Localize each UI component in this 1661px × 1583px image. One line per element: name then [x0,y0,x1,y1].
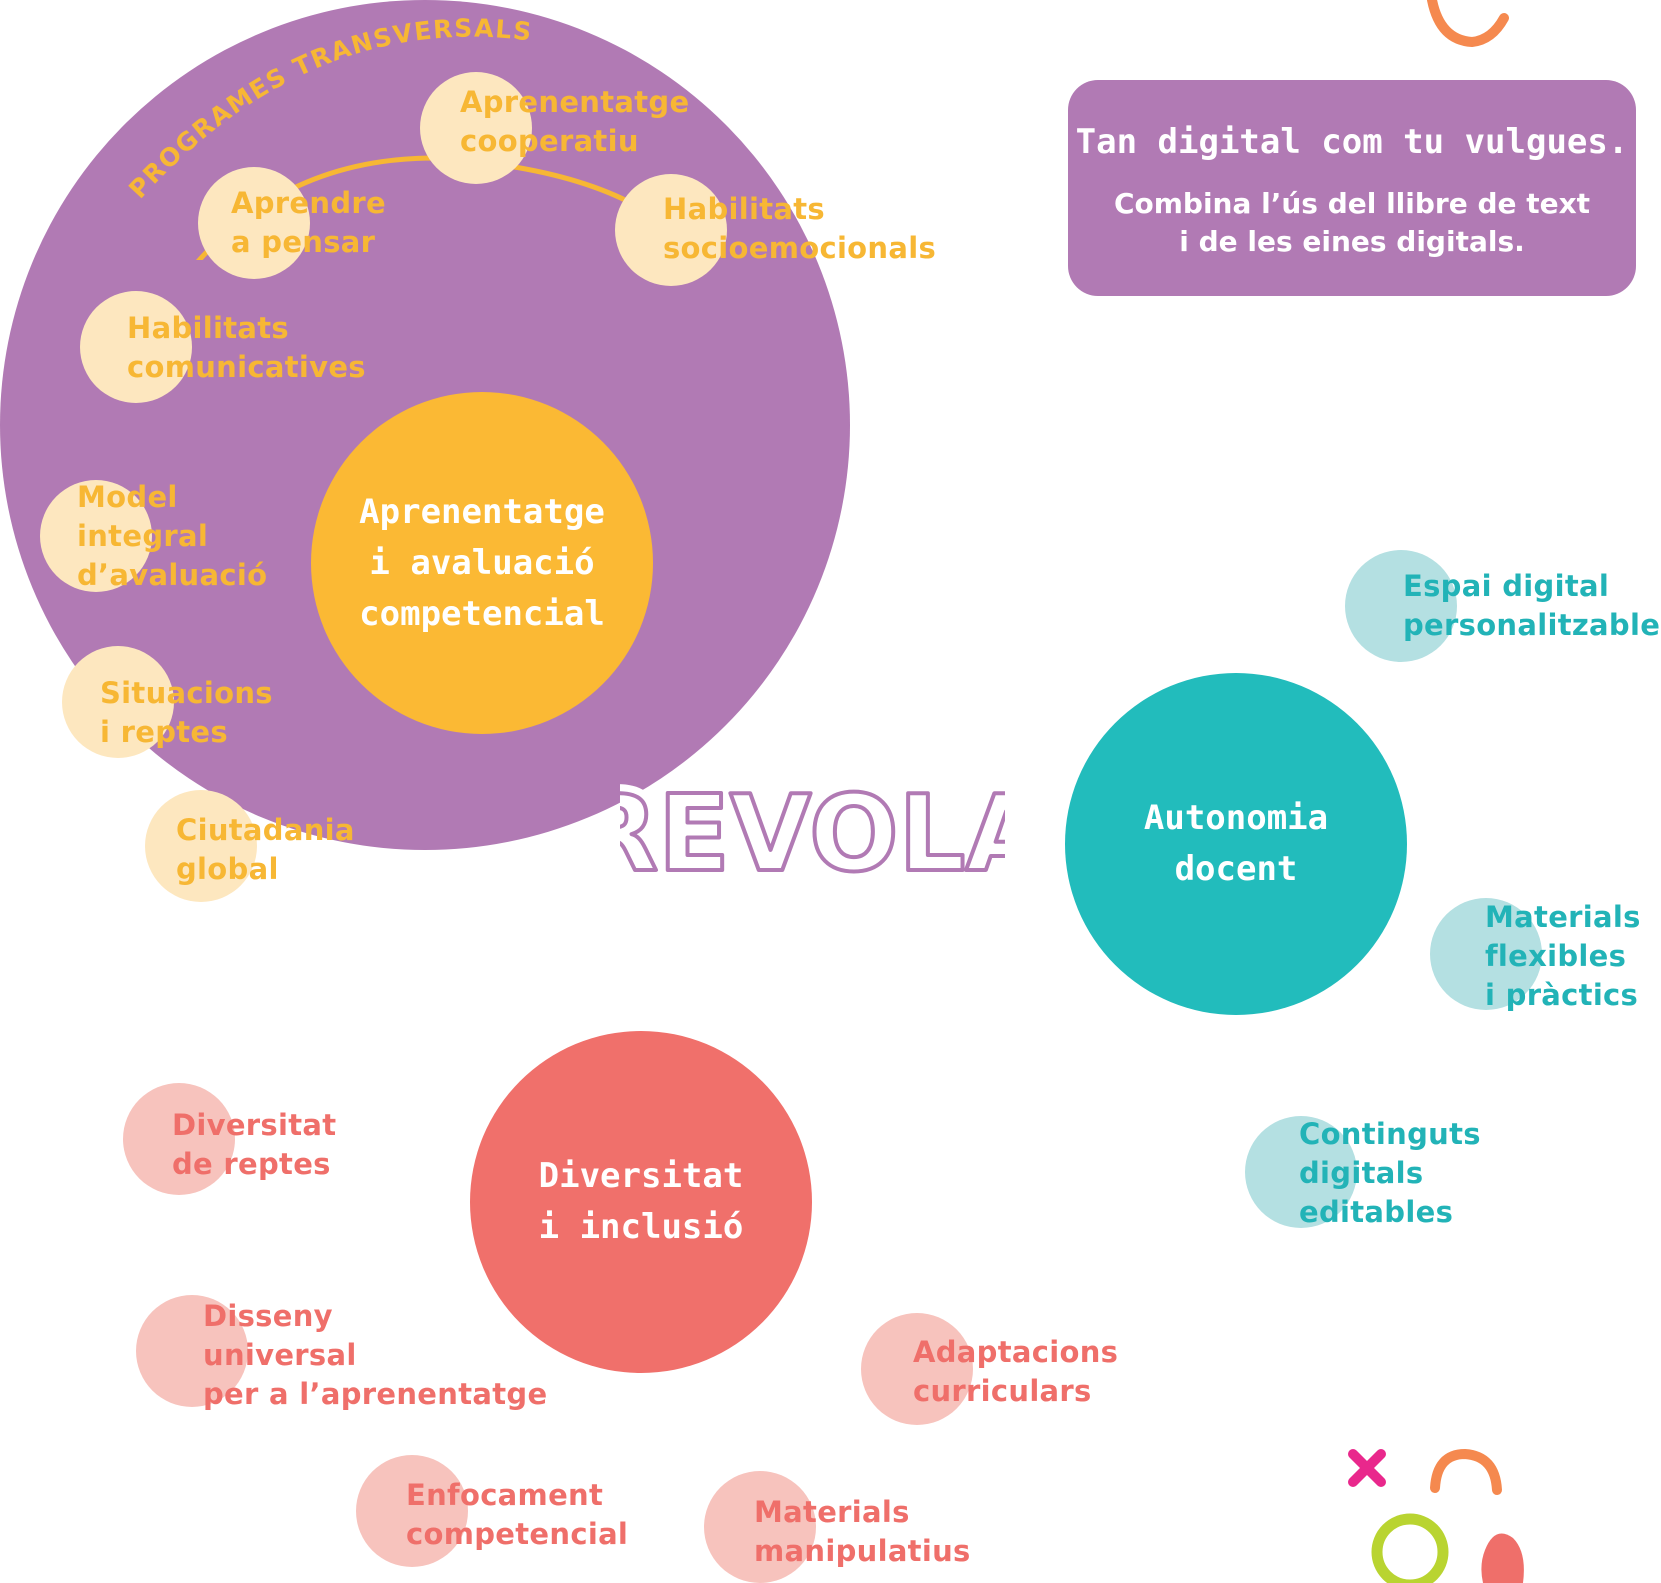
hub-aprenentatge: Aprenentatge i avaluació competencial [311,392,653,734]
bullet-dot [62,646,174,758]
item-habilitats-socioemocionals: Habilitats socioemocionals [663,192,937,265]
bullet-dot [1245,1116,1357,1228]
item-habilitats-comunicatives: Habilitats comunicatives [127,311,366,384]
svg-text:REVOLA: REVOLA [620,773,1005,895]
item-adaptacions-curriculars: Adaptacions curriculars [913,1335,1119,1408]
bullet-dot [1430,898,1542,1010]
bullet-dot [136,1295,248,1407]
hub-autonomia: Autonomia docent [1065,673,1407,1015]
bullet-dot [40,480,152,592]
digital-callout: Tan digital com tu vulgues. Combina l’ús… [1068,80,1636,296]
bullet-dot [198,167,310,279]
item-espai-digital: Espai digital personalitzable [1403,569,1661,642]
svg-text:REVOLA: REVOLA [620,773,1005,895]
bullet-dot [704,1471,816,1583]
item-diversitat-reptes: Diversitat de reptes [172,1108,337,1181]
bullet-dot [615,174,727,286]
bullet-dot [123,1083,235,1195]
bullet-dot [356,1455,468,1567]
bullet-dot [420,72,532,184]
item-disseny-universal: Disseny universal per a l’aprenentatge [203,1299,548,1411]
item-situacions-reptes: Situacions i reptes [100,676,273,749]
item-continguts-digitals: Continguts digitals editables [1299,1117,1481,1229]
hub-diversitat: Diversitat i inclusió [470,1031,812,1373]
bullet-dot [861,1313,973,1425]
item-aprenentatge-cooperatiu: Aprenentatge cooperatiu [460,85,690,158]
item-model-integral: Model integral d’avaluació [77,480,268,592]
bullet-dot [145,790,257,902]
decor-arc-icon [1427,0,1509,48]
item-enfocament-competencial: Enfocament competencial [406,1478,629,1551]
callout-body: Combina l’ús del llibre de text i de les… [1113,187,1591,258]
decor-shapes-icon [1348,1448,1524,1583]
item-aprendre-a-pensar: Aprendre a pensar [231,186,386,259]
item-materials-manipulatius: Materials manipulatius [754,1495,971,1568]
item-materials-flexibles: Materials flexibles i pràctics [1485,900,1641,1012]
bullet-dot [80,291,192,403]
bullet-dot [1345,550,1457,662]
callout-title: Tan digital com tu vulgues. [1075,122,1629,162]
item-ciutadania-global: Ciutadania global [176,813,355,886]
revola-logo: REVOLA REVOLA [620,764,1005,904]
